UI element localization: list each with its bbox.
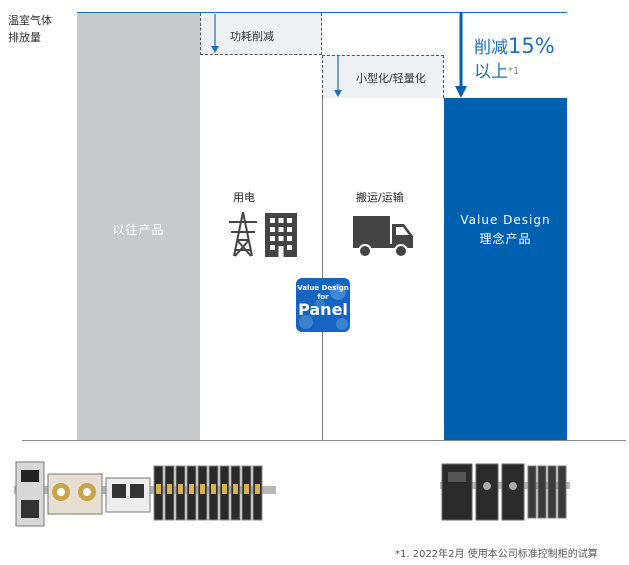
reduction-suffix: 以上	[474, 62, 508, 82]
conventional-product-label: 以往产品	[112, 223, 165, 237]
value-design-devices-image	[440, 463, 570, 521]
size-reduction-label: 小型化/轻量化	[356, 72, 426, 85]
footnote: *1. 2022年2月 使用本公司标准控制柜的试算	[395, 549, 598, 560]
truck-icon	[353, 216, 413, 258]
power-reduction-step	[200, 13, 322, 55]
total-reduction-arrow-icon	[455, 12, 467, 98]
conventional-products-photo	[14, 460, 276, 528]
value-design-product-bar	[444, 98, 567, 440]
power-reduction-arrow-icon	[211, 14, 219, 53]
value-design-label-line2: 理念产品	[479, 232, 532, 246]
building-icon	[265, 213, 297, 257]
size-reduction-step	[322, 55, 444, 98]
baseline-axis	[22, 440, 626, 441]
badge-line2: for	[317, 293, 329, 301]
badge-line1: Value Design	[297, 284, 349, 292]
step-divider-line	[322, 98, 323, 440]
value-design-product-label: Value Design 理念产品	[444, 211, 567, 249]
reduction-value: 15%	[508, 34, 555, 58]
value-design-for-panel-badge: Value Design for Panel	[296, 278, 350, 332]
power-usage-label: 用电	[233, 191, 255, 204]
value-design-products-photo	[440, 462, 570, 522]
power-tower-icon	[229, 211, 257, 257]
power-reduction-label: 功耗削减	[230, 30, 274, 43]
y-axis-label-line2: 排放量	[8, 31, 41, 44]
size-reduction-arrow-icon	[334, 56, 342, 97]
conventional-devices-image	[14, 461, 276, 527]
reduction-callout: 削减15% 以上*1	[474, 34, 555, 84]
conventional-product-bar	[77, 12, 200, 440]
y-axis-label: 温室气体 排放量	[8, 12, 52, 46]
reduction-prefix: 削减	[474, 38, 508, 58]
transport-label: 搬运/运输	[356, 191, 404, 204]
y-axis-label-line1: 温室气体	[8, 14, 52, 27]
emission-top-line	[77, 12, 567, 13]
value-design-label-line1: Value Design	[460, 213, 551, 227]
reduction-note-mark: *1	[508, 66, 520, 77]
badge-bubble-decoration	[299, 284, 348, 330]
badge-line3: Panel	[298, 300, 348, 319]
